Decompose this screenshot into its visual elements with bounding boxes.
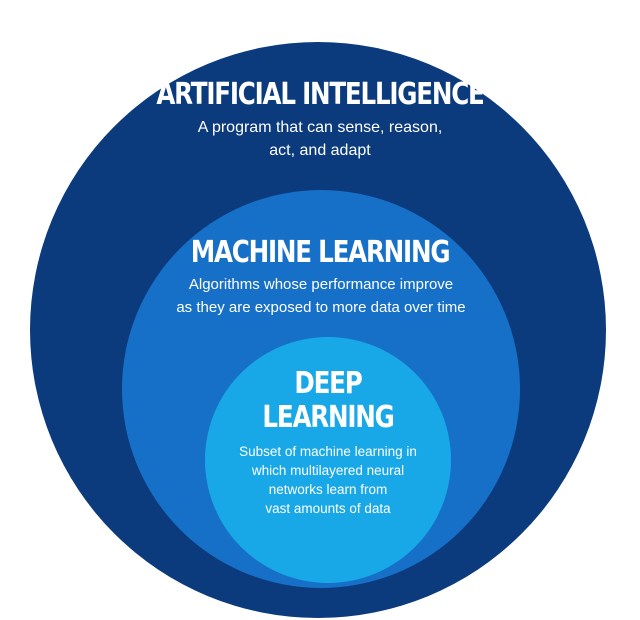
dl-title-line1: DEEP <box>294 366 362 401</box>
ml-description: Algorithms whose performance improve as … <box>176 276 466 316</box>
dl-description: Subset of machine learning in which mult… <box>239 444 417 516</box>
deep-learning-circle <box>205 337 451 583</box>
ml-title: MACHINE LEARNING <box>190 235 451 270</box>
dl-title-line2: LEARNING <box>262 400 394 435</box>
ai-description: A program that can sense, reason, act, a… <box>197 119 443 159</box>
ai-title: ARTIFICIAL INTELLIGENCE <box>156 77 484 112</box>
